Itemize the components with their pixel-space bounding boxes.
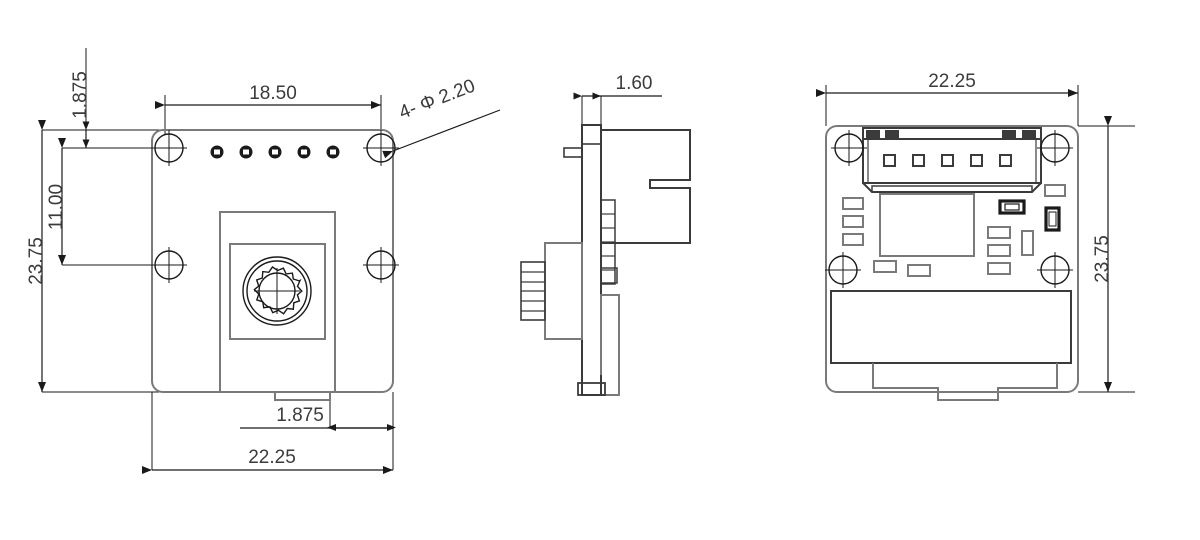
dim-board-height-total: 23.75 [26, 120, 47, 392]
dim-board-width-total-label: 22.25 [248, 447, 296, 468]
side-view-connector-housing [600, 129, 691, 244]
rear-mounting-hole-top-left [831, 130, 867, 166]
dim-board-height-total-rear: 23.75 [1092, 116, 1113, 392]
side-view-bottom-foot [577, 382, 606, 396]
dim-hole-offset-right-label: 1.875 [276, 405, 324, 426]
dim-hole-pitch-horizontal-label: 18.50 [249, 83, 297, 104]
dim-board-width-total-rear: 22.25 [816, 71, 1078, 97]
rear-view-polarized-components [998, 199, 1061, 232]
mounting-hole-top-left [151, 130, 187, 166]
rear-view-connector [862, 127, 1042, 193]
side-view-pcb-top-notch [581, 124, 602, 145]
side-view-pcb-slab [581, 124, 602, 396]
rear-view: 22.25 23.75 [816, 71, 1135, 401]
hole-callout-label: 4- Φ 2.20 [396, 76, 478, 124]
dim-hole-pitch-vertical-label: 11.00 [46, 184, 67, 230]
rear-view-bottom-bracket [872, 363, 1058, 393]
rear-view-bottom-tab [937, 392, 999, 401]
dim-board-height-total-rear-label: 23.75 [1092, 235, 1113, 283]
mounting-hole-bottom-right [363, 247, 399, 283]
front-view-bottom-tab [274, 392, 331, 401]
dim-board-thickness: 1.60 [573, 73, 662, 100]
rear-view-smd-components [842, 184, 1066, 277]
side-view-bottom-bracket [581, 375, 602, 396]
dim-board-width-total: 22.25 [142, 447, 393, 474]
dim-hole-offset-top-label: 1.875 [70, 71, 91, 119]
dim-board-height-total-label: 23.75 [26, 237, 47, 285]
side-view-component-block [600, 294, 620, 396]
hole-callout: 4- Φ 2.20 [382, 76, 501, 159]
dim-board-width-total-rear-label: 22.25 [928, 71, 976, 92]
mounting-hole-bottom-left [151, 247, 187, 283]
rear-view-connector-pins [883, 154, 1012, 167]
potentiometer-body [219, 211, 336, 401]
rear-view-mounting-holes [825, 130, 1073, 288]
dim-hole-pitch-horizontal: 18.50 [155, 83, 381, 109]
rear-mounting-hole-bottom-left [825, 252, 861, 288]
front-view-mounting-holes [151, 130, 399, 283]
mounting-hole-top-right [363, 130, 399, 166]
rear-mounting-hole-bottom-right [1037, 252, 1073, 288]
rear-mounting-hole-top-right [1037, 130, 1073, 166]
side-view: 1.60 [520, 73, 691, 396]
side-view-potentiometer-body [544, 242, 583, 340]
dim-board-thickness-label: 1.60 [616, 73, 653, 94]
front-view-extension-lines [42, 48, 394, 470]
side-view-pin-header [600, 199, 618, 285]
rear-view-bottom-component [830, 290, 1072, 364]
front-view: 1.875 11.00 23.75 18.50 1.875 22.2 [26, 48, 501, 474]
side-view-extension-lines [581, 96, 602, 125]
dim-hole-pitch-vertical: 11.00 [46, 138, 67, 265]
dim-hole-offset-right: 1.875 [240, 405, 396, 431]
side-view-potentiometer-shaft [520, 261, 546, 321]
dim-hole-offset-top: 1.875 [70, 71, 91, 148]
front-view-pin-holes [210, 145, 340, 159]
potentiometer-faceplate [229, 243, 326, 340]
side-view-pin-stub [563, 147, 583, 158]
potentiometer-knob [242, 256, 312, 326]
